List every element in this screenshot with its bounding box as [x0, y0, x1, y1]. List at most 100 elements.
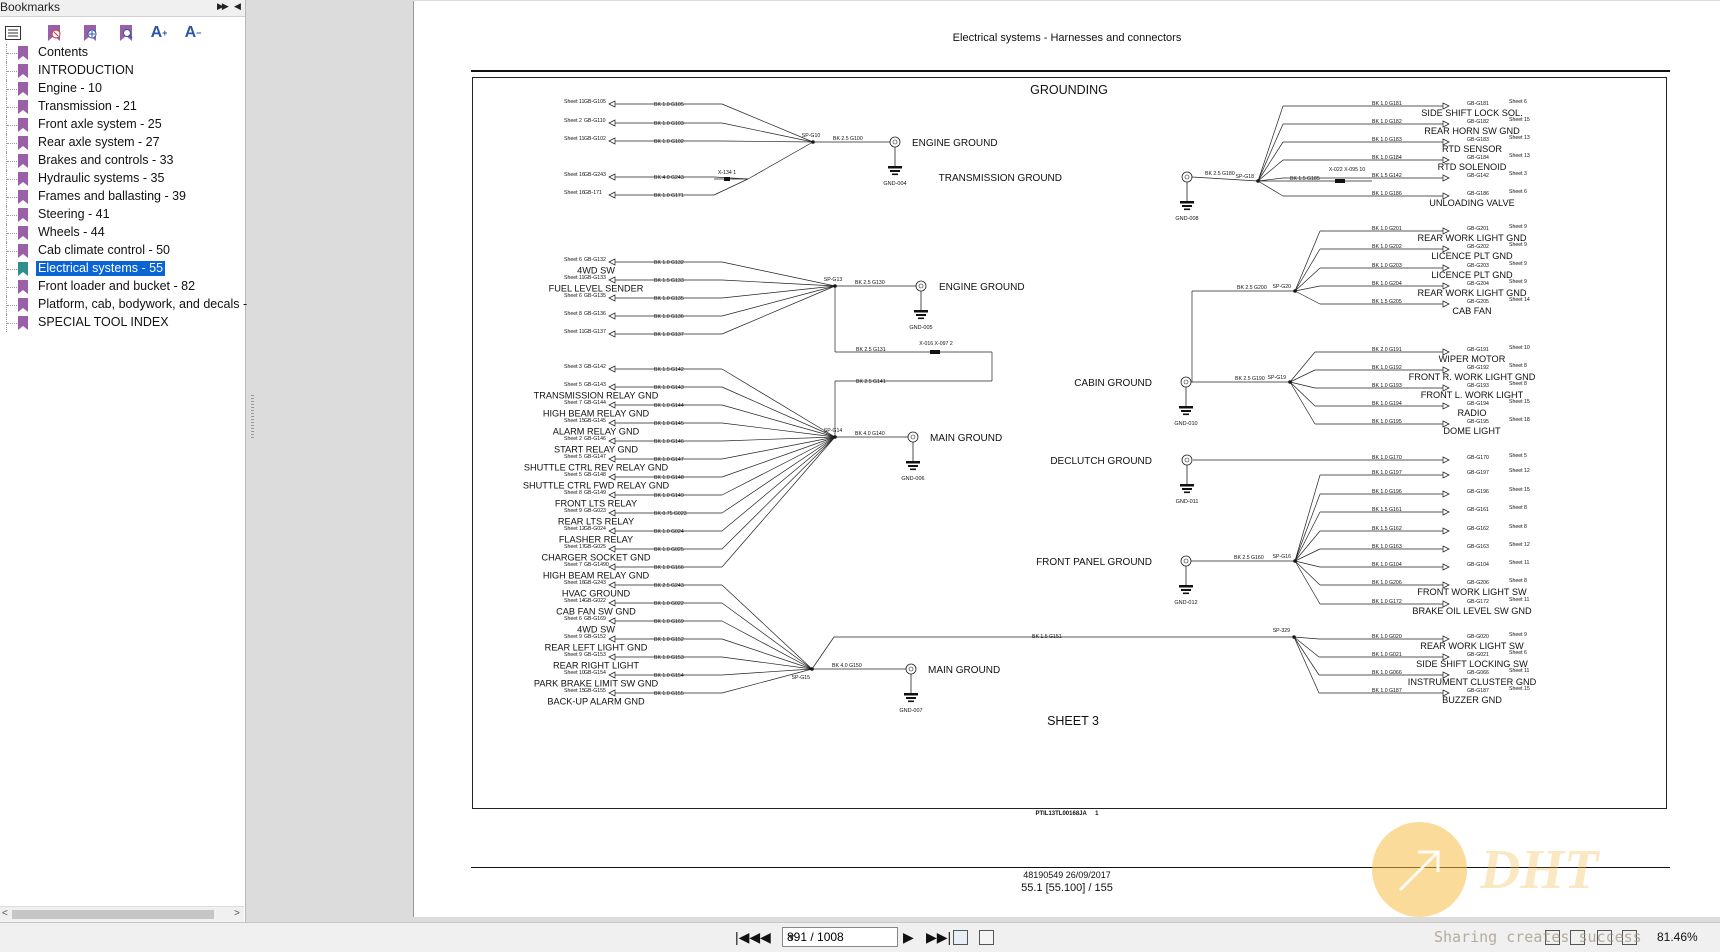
bookmark-item[interactable]: Platform, cab, bodywork, and decals -: [0, 296, 247, 314]
bookmark-item[interactable]: Engine - 10: [0, 80, 245, 98]
ground-symbol-icon: [1179, 585, 1193, 588]
circuit-description: LICENCE PLT GND: [1431, 251, 1513, 261]
ground-terminal-icon: [1184, 174, 1190, 180]
zoom-level[interactable]: 81.46%: [1657, 930, 1698, 944]
bookmark-item[interactable]: Front axle system - 25: [0, 116, 245, 134]
connector-icon: [608, 276, 616, 284]
circuit-description: REAR LTS RELAY: [558, 517, 634, 527]
bookmark-icon: [18, 244, 28, 258]
bookmark-item[interactable]: Front loader and bucket - 82: [0, 278, 245, 296]
wire-label: BK 1.0 G195: [1372, 419, 1402, 425]
bookmark-item[interactable]: Contents: [0, 44, 245, 62]
panel-splitter[interactable]: [251, 395, 254, 439]
bookmark-label: Steering - 41: [38, 207, 110, 221]
connector-icon: [608, 473, 616, 481]
wire-label: BK 4.0 G140: [855, 431, 885, 437]
bookmark-label: Platform, cab, bodywork, and decals -: [38, 297, 248, 311]
ground-terminal-icon: [908, 666, 914, 672]
sheet-ref: Sheet 15: [1509, 686, 1530, 692]
first-page-icon[interactable]: |◀◀: [735, 929, 761, 945]
close-panel-icon[interactable]: ◀: [234, 1, 241, 11]
options-icon[interactable]: [2, 22, 24, 44]
last-page-icon[interactable]: ▶▶|: [926, 929, 952, 945]
bookmark-item[interactable]: SPECIAL TOOL INDEX: [0, 314, 245, 332]
wire-line: [1191, 176, 1259, 182]
connector-icon: [608, 330, 616, 338]
continuous-facing-view-icon[interactable]: [1622, 930, 1637, 945]
bookmark-item[interactable]: Hydraulic systems - 35: [0, 170, 245, 188]
new-bookmark-icon[interactable]: [79, 22, 101, 44]
rotate-view-icon[interactable]: [953, 930, 968, 945]
delete-bookmark-icon[interactable]: [43, 22, 65, 44]
bookmark-item[interactable]: Wheels - 44: [0, 224, 245, 242]
connector-id: GB-G205: [1467, 299, 1489, 305]
wire-line: [1293, 636, 1320, 640]
sheet-ref: Sheet 6: [564, 616, 582, 622]
circuit-description: START RELAY GND: [554, 445, 638, 455]
wire-line: [1257, 177, 1284, 182]
bookmark-item[interactable]: Cab climate control - 50: [0, 242, 245, 260]
tree-connector: [6, 206, 21, 224]
sheet-ref: Sheet 14: [1509, 297, 1530, 303]
tree-connector: [6, 314, 21, 332]
page-number-field[interactable]: 891 / 1008 ▼: [782, 927, 898, 947]
connector-icon: [608, 635, 616, 643]
circuit-description: DOME LIGHT: [1443, 426, 1501, 436]
sheet-ref: Sheet 8: [1509, 578, 1527, 584]
sheet-ref: Sheet 9: [564, 652, 582, 658]
connector-id: GB-G203: [1467, 263, 1489, 269]
scrollbar-thumb[interactable]: [12, 910, 214, 919]
scroll-right-icon[interactable]: >: [234, 908, 240, 919]
sheet-ref: Sheet 6: [1509, 650, 1527, 656]
sheet-ref: Sheet 15: [564, 418, 585, 424]
ground-label: TRANSMISSION GROUND: [939, 173, 1062, 184]
bookmark-item[interactable]: Transmission - 21: [0, 98, 245, 116]
wire-label: BK 1.5 G133: [654, 278, 684, 284]
scroll-left-icon[interactable]: <: [2, 908, 8, 919]
ground-terminal-icon: [918, 283, 924, 289]
connector-icon: [1442, 245, 1450, 253]
wire-label: BK 4.0 G243: [654, 175, 684, 181]
previous-page-icon[interactable]: ◀: [760, 929, 771, 945]
connector-id: GB-G132: [584, 257, 606, 263]
continuous-view-icon[interactable]: [1570, 930, 1585, 945]
bookmark-label: Rear axle system - 27: [38, 135, 160, 149]
wire-label: BK 1.0 G024: [654, 529, 684, 535]
connector-id: GB-G182: [1467, 119, 1489, 125]
collapse-panel-icon[interactable]: ▶▶: [217, 1, 229, 11]
wire-label: BK 1.0 G137: [654, 332, 684, 338]
sheet-ref: Sheet 17: [564, 544, 585, 550]
reduce-text-icon[interactable]: A−: [184, 24, 202, 41]
bookmark-item[interactable]: Rear axle system - 27: [0, 134, 245, 152]
single-page-view-icon[interactable]: [1545, 930, 1560, 945]
bookmark-item[interactable]: Steering - 41: [0, 206, 245, 224]
bookmark-item[interactable]: INTRODUCTION: [0, 62, 245, 80]
connector-icon: [608, 455, 616, 463]
connector-id: GB-G020: [1467, 634, 1489, 640]
wire-line: [721, 436, 836, 550]
rotate-view-icon[interactable]: [979, 930, 994, 945]
expand-text-icon[interactable]: A+: [150, 24, 168, 41]
chevron-down-icon[interactable]: ▼: [787, 932, 796, 942]
facing-view-icon[interactable]: [1597, 930, 1612, 945]
diagram-frame: [472, 77, 1667, 809]
connector-id: GB-G149: [584, 490, 606, 496]
find-bookmark-icon[interactable]: [115, 22, 137, 44]
page-number-value: 891 / 1008: [787, 930, 844, 944]
wire-line: [1294, 474, 1321, 562]
connector-icon: [608, 491, 616, 499]
next-page-icon[interactable]: ▶: [903, 929, 914, 945]
connector-id: GB-G192: [1467, 365, 1489, 371]
tree-connector: [6, 224, 21, 242]
wire-line: [721, 602, 813, 670]
sheet-ref: Sheet 9: [1509, 242, 1527, 248]
connector-icon: [608, 258, 616, 266]
bookmark-item[interactable]: Frames and ballasting - 39: [0, 188, 245, 206]
connector-id: GB-G162: [1467, 526, 1489, 532]
bookmarks-horizontal-scrollbar[interactable]: < >: [0, 906, 244, 922]
connector-icon: [1442, 174, 1450, 182]
bookmark-item[interactable]: Brakes and controls - 33: [0, 152, 245, 170]
wire-line: [1294, 530, 1321, 562]
bookmark-item[interactable]: Electrical systems - 55: [0, 260, 245, 278]
connector-id: GB-G021: [1467, 652, 1489, 658]
